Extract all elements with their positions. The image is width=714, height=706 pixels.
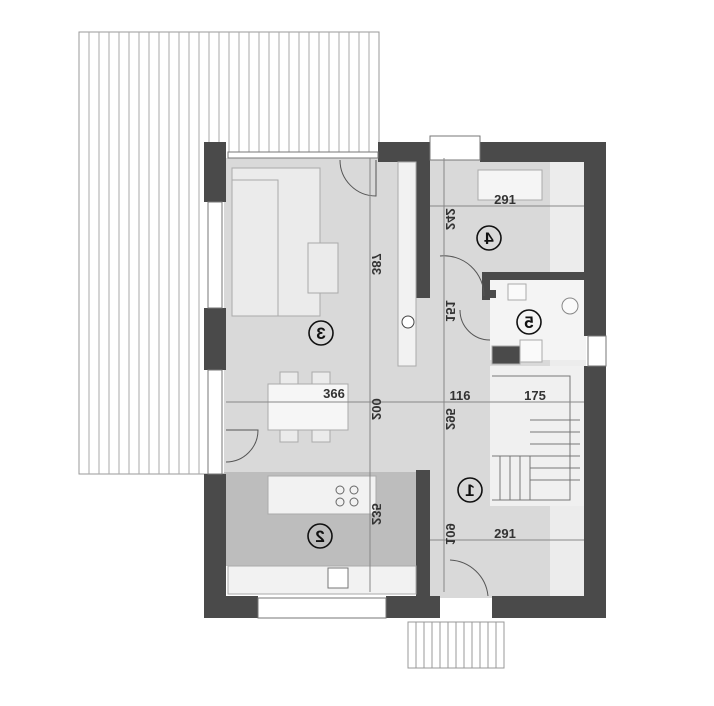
room-3-marker: 3: [308, 320, 334, 346]
dim-291-top: 291: [494, 192, 516, 207]
bed: [477, 169, 543, 201]
kitchen-island: [267, 475, 377, 515]
dim-235: 235: [369, 503, 384, 525]
dim-200: 200: [369, 398, 384, 420]
dim-116: 116: [450, 388, 471, 403]
dim-242: 242: [443, 208, 458, 230]
dim-366: 366: [323, 386, 345, 401]
windows: [207, 135, 607, 619]
dim-387: 387: [369, 253, 384, 275]
round-sink-icon: [401, 315, 415, 329]
dim-175: 175: [524, 388, 546, 403]
dim-151: 151: [443, 300, 458, 322]
dim-295: 295: [443, 408, 458, 430]
room-2-marker: 2: [307, 523, 333, 549]
dimension-labels: 387 366 200 235 242 291 291 151 116 175 …: [323, 192, 546, 545]
coffee-table: [307, 242, 339, 294]
room-markers: 1 2 3 4 5: [307, 225, 542, 549]
washbasin: [507, 283, 527, 301]
room-5-marker: 5: [516, 309, 542, 335]
room-1-number: 1: [465, 481, 474, 500]
room-1-marker: 1: [457, 477, 483, 503]
kitchen-bottom-counter: [227, 565, 417, 595]
toilet-icon: [561, 297, 579, 315]
walls: [204, 142, 606, 618]
stove-box: [491, 345, 521, 365]
dim-291-bottom: 291: [494, 526, 516, 541]
kitchen-counter: [397, 161, 417, 367]
door-swings: [225, 159, 491, 597]
shower: [519, 339, 543, 363]
room-5-number: 5: [524, 313, 533, 332]
room-2-number: 2: [315, 527, 324, 546]
room-4-number: 4: [484, 229, 494, 248]
entrance-steps: [407, 621, 505, 669]
room-4-marker: 4: [476, 225, 502, 251]
room-3-number: 3: [316, 324, 325, 343]
sink: [327, 567, 349, 589]
stove-burners: [335, 485, 359, 507]
staircase: [492, 375, 580, 501]
dimension-lines: [226, 158, 584, 592]
dim-109: 109: [443, 523, 458, 545]
furniture: [227, 161, 543, 595]
dining-table: [267, 383, 349, 431]
